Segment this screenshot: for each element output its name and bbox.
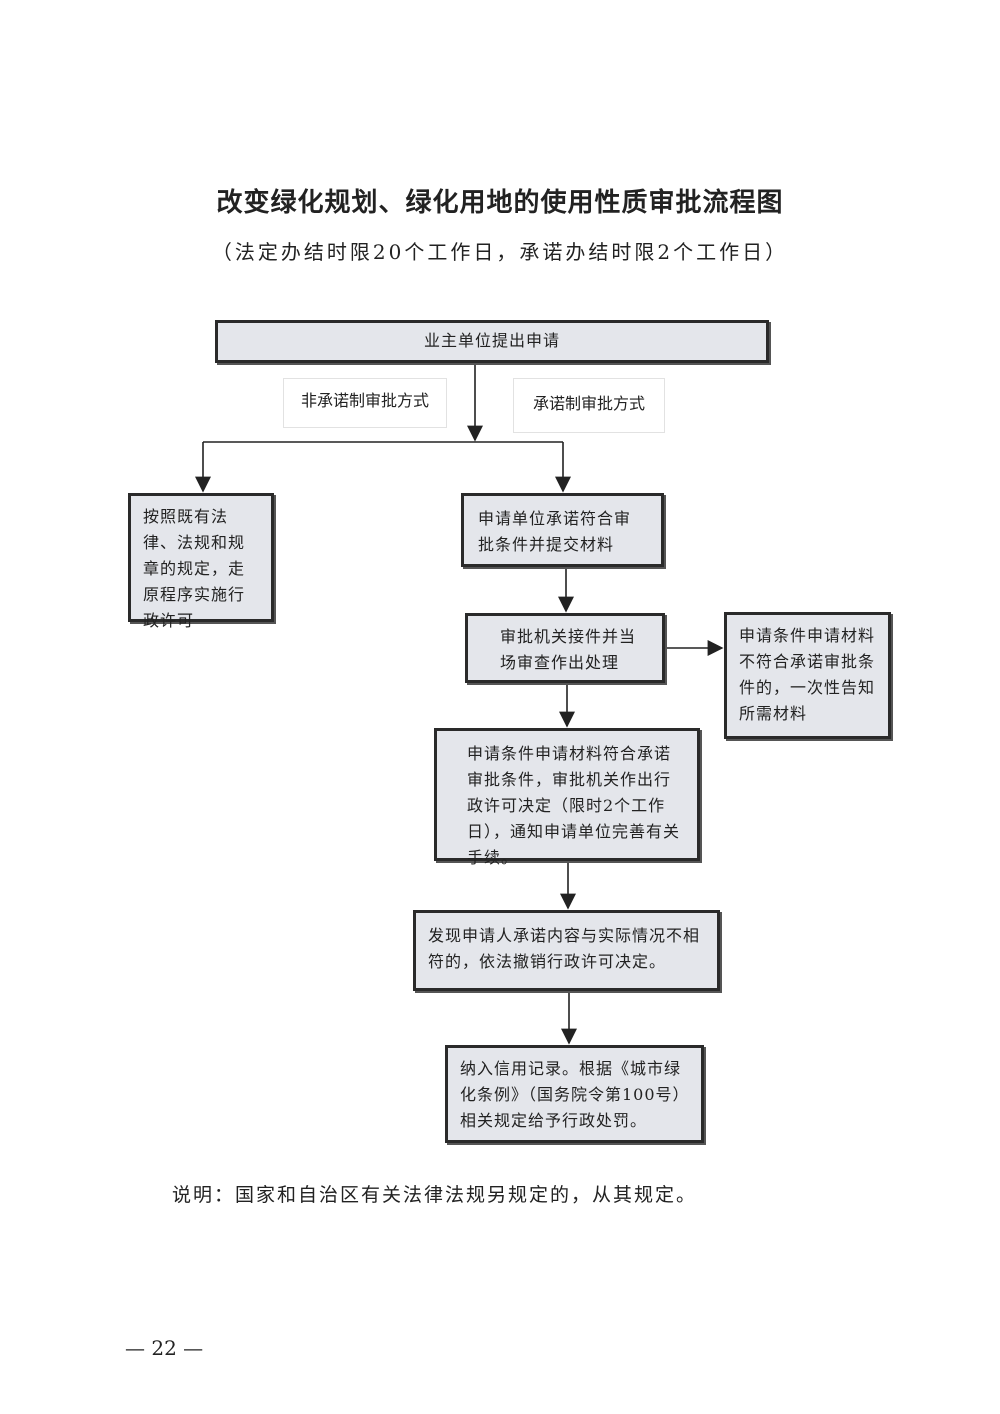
step2-box: 审批机关接件并当场审查作出处理 bbox=[465, 613, 665, 683]
side-box: 申请条件申请材料不符合承诺审批条件的，一次性告知所需材料 bbox=[724, 612, 891, 739]
page-title: 改变绿化规划、绿化用地的使用性质审批流程图 bbox=[216, 188, 784, 218]
label-commitment: 承诺制审批方式 bbox=[513, 378, 665, 433]
start-box: 业主单位提出申请 bbox=[215, 320, 769, 363]
step1-box: 申请单位承诺符合审批条件并提交材料 bbox=[461, 493, 664, 567]
page-subtitle: （法定办结时限20个工作日，承诺办结时限2个工作日） bbox=[211, 240, 789, 264]
label-non-commitment: 非承诺制审批方式 bbox=[283, 378, 447, 428]
page-number: — 22 — bbox=[125, 1336, 204, 1360]
left-box: 按照既有法律、法规和规章的规定，走原程序实施行政许可 bbox=[128, 493, 274, 630]
step4-box: 发现申请人承诺内容与实际情况不相符的，依法撤销行政许可决定。 bbox=[413, 910, 720, 991]
note: 说明：国家和自治区有关法律法规另规定的，从其规定。 bbox=[172, 1184, 698, 1206]
start-text: 业主单位提出申请 bbox=[423, 331, 560, 350]
step3-box: 申请条件申请材料符合承诺审批条件，审批机关作出行政许可决定（限时2个工作日），通… bbox=[434, 728, 700, 867]
step5-box: 纳入信用记录。根据《城市绿化条例》（国务院令第100号）相关规定给予行政处罚。 bbox=[445, 1045, 704, 1143]
